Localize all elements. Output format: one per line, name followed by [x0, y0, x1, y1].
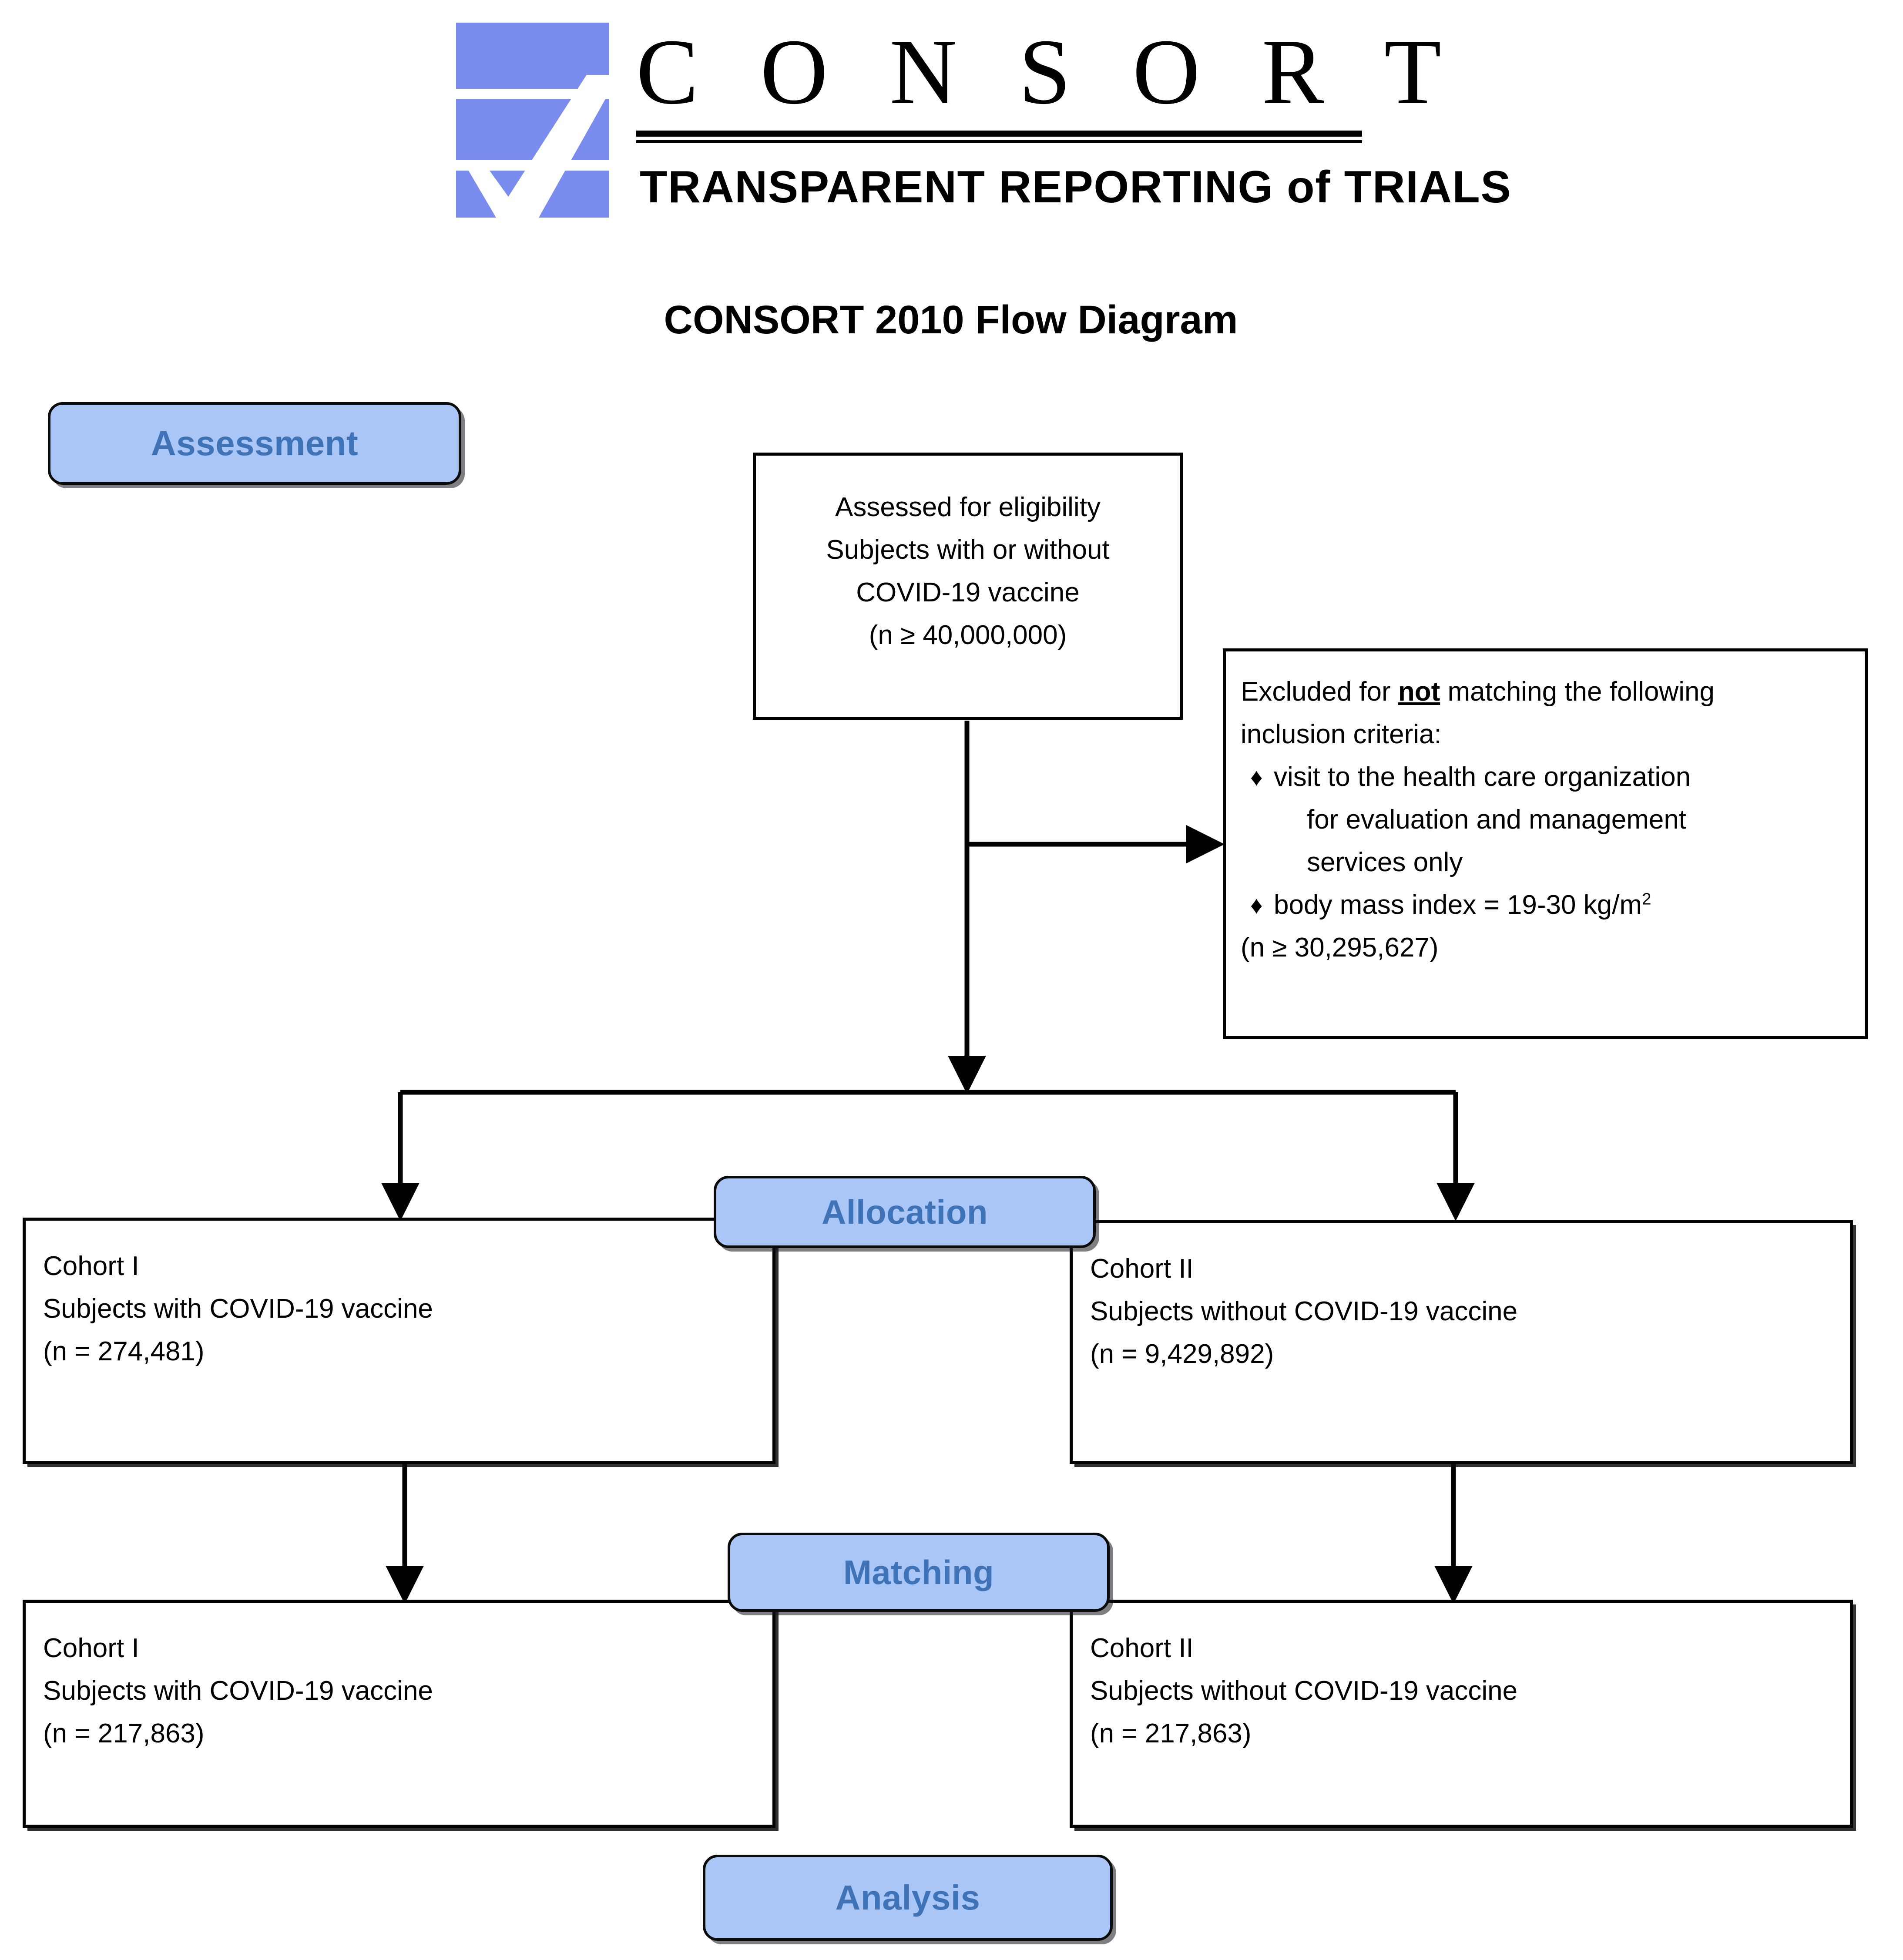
wordmark-rule-thin	[636, 140, 1362, 143]
alloc-right-description: Subjects without COVID-19 vaccine	[1090, 1296, 1518, 1326]
alloc-left-description: Subjects with COVID-19 vaccine	[43, 1294, 433, 1324]
stage-badge-assessment-label: Assessment	[151, 424, 359, 463]
alloc-left-count: (n = 274,481)	[43, 1336, 205, 1366]
match-left-cohort: Cohort I	[43, 1633, 139, 1663]
exclusion-criteria-list: ♦ visit to the health care organization …	[1241, 756, 1852, 926]
excluded-emphasis-not: not	[1398, 677, 1440, 707]
match-right-count: (n = 217,863)	[1090, 1718, 1252, 1749]
consort-logo-icon	[456, 23, 609, 218]
stage-badge-analysis[interactable]: Analysis	[703, 1855, 1113, 1941]
stage-badge-allocation-label: Allocation	[821, 1192, 988, 1231]
box-allocation-cohort-2: Cohort II Subjects without COVID-19 vacc…	[1070, 1220, 1853, 1464]
box-matching-cohort-1: Cohort I Subjects with COVID-19 vaccine …	[23, 1600, 775, 1828]
box-allocation-cohort-1: Cohort I Subjects with COVID-19 vaccine …	[23, 1218, 775, 1464]
consort-tagline: TRANSPARENT REPORTING of TRIALS	[640, 162, 1512, 212]
stage-badge-matching-label: Matching	[843, 1553, 994, 1591]
stage-badge-allocation[interactable]: Allocation	[714, 1176, 1096, 1248]
wordmark-rule-thick	[636, 131, 1362, 137]
stage-badge-analysis-label: Analysis	[835, 1878, 980, 1917]
criterion-2-line-1: body mass index = 19-30 kg/m	[1274, 890, 1642, 920]
criterion-2-superscript: 2	[1642, 889, 1651, 909]
eligibility-line-3: COVID-19 vaccine	[856, 577, 1080, 607]
diamond-bullet-icon: ♦	[1250, 763, 1263, 791]
match-left-count: (n = 217,863)	[43, 1718, 205, 1749]
page-title: CONSORT 2010 Flow Diagram	[664, 298, 1238, 342]
excluded-lead-line-2: inclusion criteria:	[1241, 719, 1442, 749]
alloc-right-cohort: Cohort II	[1090, 1254, 1194, 1284]
stage-badge-matching[interactable]: Matching	[728, 1533, 1110, 1612]
criterion-item: ♦ visit to the health care organization …	[1241, 756, 1852, 884]
match-right-description: Subjects without COVID-19 vaccine	[1090, 1676, 1518, 1706]
criterion-item: ♦ body mass index = 19-30 kg/m2	[1241, 884, 1852, 926]
box-assessed-for-eligibility: Assessed for eligibility Subjects with o…	[753, 453, 1183, 720]
diamond-bullet-icon: ♦	[1250, 891, 1263, 919]
box-matching-cohort-2: Cohort II Subjects without COVID-19 vacc…	[1070, 1600, 1853, 1828]
box-excluded-criteria: Excluded for not matching the following …	[1223, 648, 1868, 1039]
eligibility-count: (n ≥ 40,000,000)	[869, 620, 1067, 650]
match-right-cohort: Cohort II	[1090, 1633, 1194, 1663]
alloc-left-cohort: Cohort I	[43, 1251, 139, 1281]
excluded-lead-b: matching the following	[1440, 677, 1715, 707]
checkmark-icon	[464, 75, 609, 218]
criterion-1-line-2: for evaluation and management	[1307, 805, 1687, 835]
excluded-lead-a: Excluded for	[1241, 677, 1398, 707]
alloc-right-count: (n = 9,429,892)	[1090, 1339, 1274, 1369]
match-left-description: Subjects with COVID-19 vaccine	[43, 1676, 433, 1706]
stage-badge-assessment[interactable]: Assessment	[48, 402, 461, 485]
criterion-1-line-3: services only	[1307, 847, 1463, 877]
eligibility-line-2: Subjects with or without	[826, 535, 1110, 565]
excluded-lead-line-1: Excluded for not matching the following	[1241, 671, 1852, 713]
consort-wordmark: C O N S O R T	[636, 20, 1461, 124]
logo-bar-top	[456, 23, 609, 89]
eligibility-line-1: Assessed for eligibility	[835, 492, 1101, 522]
criterion-1-line-1: visit to the health care organization	[1274, 762, 1691, 792]
excluded-count: (n ≥ 30,295,627)	[1241, 933, 1439, 963]
